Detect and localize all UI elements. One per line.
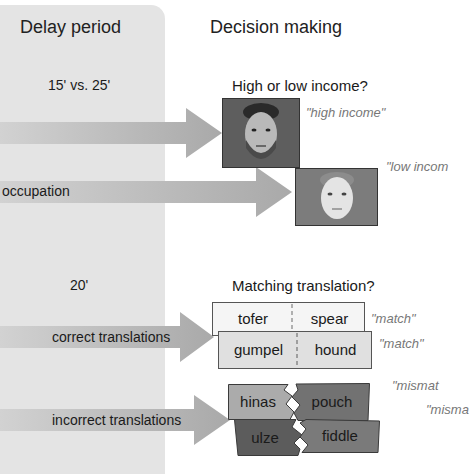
response-label: "match" — [371, 311, 416, 327]
stimulus-word: hinas — [228, 393, 288, 411]
torn-word-piece: hinas — [228, 384, 296, 420]
response-label: "high income" — [306, 105, 385, 121]
torn-word-piece: fiddle"misma — [296, 419, 380, 453]
task-question: Matching translation? — [232, 277, 375, 295]
torn-shape — [292, 384, 370, 421]
arrow-label: occupation — [2, 183, 70, 200]
stimulus-word: pouch — [294, 393, 370, 411]
torn-shape — [300, 420, 380, 453]
torn-shape — [229, 385, 295, 420]
phase-heading: Delay period — [20, 17, 121, 39]
delay-duration: 15' vs. 25' — [48, 77, 110, 94]
delay-duration: 20' — [70, 277, 88, 294]
response-label: "match" — [379, 336, 424, 352]
stimulus-word: hound — [298, 341, 373, 359]
stimulus-word: spear — [293, 310, 366, 328]
stimulus-word: fiddle — [302, 427, 378, 445]
response-label: "low incom — [386, 159, 448, 175]
column-heading: Decision making — [210, 17, 342, 39]
task-question: High or low income? — [232, 77, 368, 95]
phase-band: Delay period — [0, 5, 165, 474]
torn-word-piece: ulze — [234, 419, 304, 456]
response-label: "mismat — [392, 378, 439, 394]
word-pair-box: gumpelhound"match" — [218, 331, 372, 369]
face-stimulus: "low incom — [295, 168, 378, 226]
arrow-label: incorrect translations — [52, 412, 181, 429]
stimulus-word: tofer — [213, 310, 293, 328]
stimulus-word: gumpel — [219, 341, 298, 359]
stimulus-word: ulze — [234, 429, 296, 447]
face-stimulus: "high income" — [222, 98, 300, 168]
torn-word-piece: pouch"mismat — [288, 383, 370, 421]
torn-shape — [235, 420, 303, 456]
response-label: "misma — [426, 402, 469, 418]
arrow-label: correct translations — [52, 329, 170, 346]
